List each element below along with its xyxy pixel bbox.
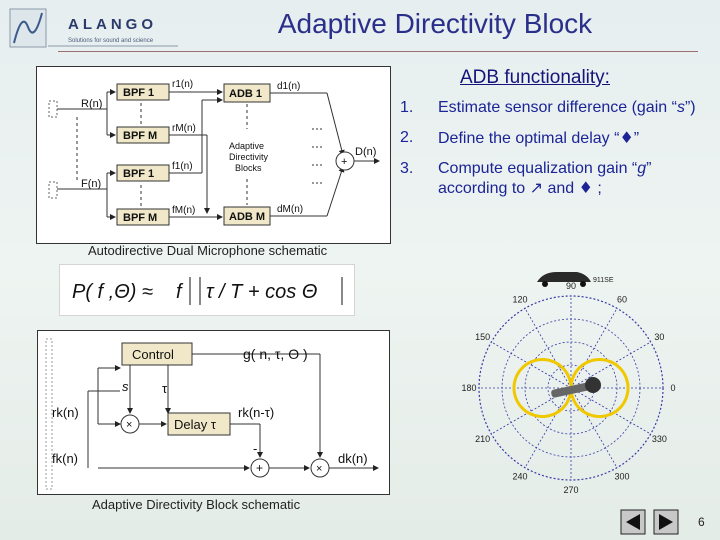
tau-label: τ — [162, 381, 168, 396]
previous-slide-button[interactable] — [620, 509, 646, 535]
schematic-1-caption: Autodirective Dual Microphone schematic — [88, 243, 328, 258]
adb-label-3: Blocks — [235, 163, 262, 173]
directivity-polar-plot: 90 120 60 150 30 180 0 210 330 240 300 270 911SE — [461, 272, 676, 493]
output-d: D(n) — [355, 146, 376, 158]
arrow-symbol-icon: ↗ — [529, 178, 544, 197]
polar-angle-labels: 90 120 60 150 30 180 0 210 330 240 300 270 — [461, 281, 675, 493]
adb-block-schematic: Control g( n, τ, Θ ) s τ Delay τ × + × -… — [37, 330, 390, 495]
triangle-left-icon — [626, 514, 640, 530]
polar-angle-label: 0 — [670, 383, 675, 393]
control-block: Control — [132, 347, 174, 362]
polar-spoke — [570, 387, 618, 468]
adb-label-1: Adaptive — [229, 141, 264, 151]
slide-title: Adaptive Directivity Block — [277, 8, 593, 39]
polar-angle-label: 180 — [461, 383, 476, 393]
polar-angle-label: 270 — [563, 485, 578, 493]
polar-angle-label: 120 — [512, 295, 527, 305]
step-3: 3.Compute equalization gain “g” accordin… — [400, 160, 652, 197]
polar-spoke — [524, 387, 572, 468]
polar-angle-label: 90 — [566, 281, 576, 291]
title-divider — [58, 51, 698, 52]
polar-spoke — [491, 387, 572, 435]
rk-label: rk(n) — [52, 405, 79, 420]
triangle-right-icon — [659, 514, 673, 530]
polar-angle-label: 240 — [512, 471, 527, 481]
page-number: 6 — [698, 515, 705, 529]
car-icon: 911SE — [537, 272, 614, 287]
logo-brand: ALANGO — [68, 16, 157, 33]
bpf-m-top: BPF M — [123, 130, 157, 142]
polar-angle-label: 210 — [475, 434, 490, 444]
multiplier-1: × — [126, 419, 132, 431]
polar-angle-label: 330 — [652, 434, 667, 444]
directivity-formula: P( f ,Θ) ≈ f τ / T + cos Θ — [59, 264, 355, 316]
polar-ring — [478, 295, 664, 481]
dual-microphone-schematic: R(n) F(n) BPF 1 BPF M BPF 1 BPF M r1(n) … — [36, 66, 391, 244]
signal-fm: fM(n) — [172, 205, 195, 216]
svg-text:P( f ,Θ) ≈: P( f ,Θ) ≈ — [72, 281, 153, 303]
polar-angle-label: 150 — [475, 332, 490, 342]
adb-m-block: ADB M — [229, 211, 265, 223]
sum-minus: - — [253, 441, 257, 456]
fk-label: fk(n) — [52, 451, 78, 466]
signal-dm: dM(n) — [277, 204, 303, 215]
input-f: F(n) — [81, 178, 101, 190]
next-slide-button[interactable] — [653, 509, 679, 535]
step-2: 2.Define the optimal delay “♦” — [400, 128, 640, 147]
svg-text:f: f — [176, 281, 184, 303]
gain-label: g( n, τ, Θ ) — [243, 346, 308, 362]
rk-delayed-label: rk(n-τ) — [238, 405, 274, 420]
multiplier-2: × — [316, 463, 322, 475]
step-1: 1.Estimate sensor difference (gain “s”) — [400, 99, 696, 116]
adb-functionality-heading: ADB functionality: — [460, 67, 610, 88]
signal-rm: rM(n) — [172, 123, 196, 134]
polar-spoke — [570, 387, 651, 435]
polar-grid — [478, 295, 664, 481]
schematic-2-caption: Adaptive Directivity Block schematic — [92, 497, 301, 512]
signal-r1: r1(n) — [172, 79, 193, 90]
bpf-1-top: BPF 1 — [123, 87, 154, 99]
dk-label: dk(n) — [338, 451, 368, 466]
slide-navigation — [620, 509, 679, 535]
delay-block: Delay τ — [174, 417, 217, 432]
polar-spoke — [570, 341, 651, 389]
polar-angle-label: 60 — [617, 295, 627, 305]
diamond-symbol-icon: ♦ — [578, 178, 593, 197]
cardioid-pattern — [512, 357, 630, 419]
polar-angle-label: 30 — [654, 332, 664, 342]
sum-plus: + — [341, 156, 347, 168]
bpf-m-bottom: BPF M — [123, 212, 157, 224]
polar-spoke — [524, 308, 572, 389]
sum-plus: + — [256, 461, 263, 475]
svg-text:τ / T + cos Θ: τ / T + cos Θ — [206, 281, 317, 303]
adb-label-2: Directivity — [229, 152, 269, 162]
logo-tagline: Solutions for sound and science — [68, 38, 154, 44]
functionality-steps: 1.Estimate sensor difference (gain “s”) … — [400, 98, 700, 209]
car-label: 911SE — [593, 277, 614, 284]
bpf-1-bottom: BPF 1 — [123, 168, 154, 180]
input-r: R(n) — [81, 98, 102, 110]
polar-angle-label: 300 — [614, 471, 629, 481]
signal-f1: f1(n) — [172, 161, 193, 172]
diamond-symbol-icon: ♦ — [619, 128, 634, 147]
microphone-icon — [551, 377, 601, 398]
polar-spoke — [570, 308, 618, 389]
signal-d1: d1(n) — [277, 81, 300, 92]
gain-s-label: s — [122, 379, 129, 394]
polar-spoke — [491, 341, 572, 389]
adb-1-block: ADB 1 — [229, 88, 262, 100]
alango-logo: ALANGO Solutions for sound and science — [9, 8, 178, 48]
